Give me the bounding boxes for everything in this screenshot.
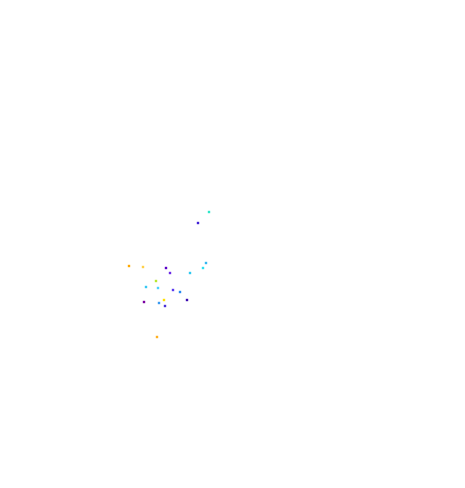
scatter-point-13 xyxy=(171,288,175,292)
scatter-point-8 xyxy=(168,271,172,275)
scatter-point-19 xyxy=(163,304,167,308)
scatter-point-7 xyxy=(201,266,205,270)
scatter-point-14 xyxy=(178,290,182,294)
scatter-point-10 xyxy=(154,279,158,283)
scatter-point-1 xyxy=(207,210,211,214)
scatter-point-12 xyxy=(156,286,160,290)
points-layer xyxy=(127,210,211,339)
scatter-point-18 xyxy=(157,301,161,305)
scatter-point-16 xyxy=(162,298,166,302)
scatter-point-5 xyxy=(141,265,145,269)
scatter-point-9 xyxy=(188,271,192,275)
scatter-point-15 xyxy=(185,298,189,302)
scatter-point-17 xyxy=(142,300,146,304)
scatter-point-11 xyxy=(144,285,148,289)
scatter-point-6 xyxy=(164,266,168,270)
scatter-point-4 xyxy=(127,264,131,268)
scatter-point-20 xyxy=(155,335,159,339)
scatter-point-2 xyxy=(196,221,200,225)
scatter-point-3 xyxy=(204,261,208,265)
